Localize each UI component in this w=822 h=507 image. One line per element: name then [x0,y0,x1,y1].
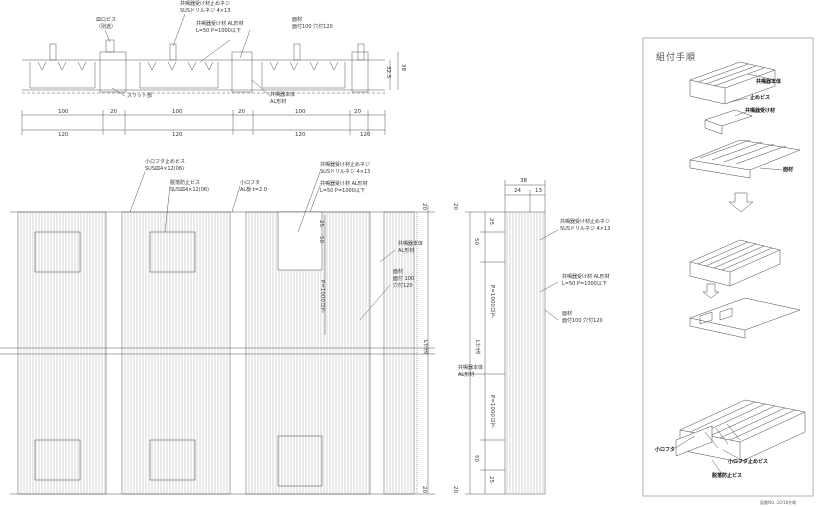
base-spec-label: 面付100 穴付120 [292,24,333,30]
assembly-bracket-label: 共鳴器受け材 [745,108,776,114]
plan-resonator-body-mat-label: AL形材 [398,248,415,254]
side-base-material-label: 面材 [562,311,573,317]
side-dim-pitch-bottom: P=1000以下 [489,395,495,428]
bracket-fix-screw-label: 共鳴器受け材止めネジ [180,1,231,7]
assembly-panel [642,37,814,497]
side-dim-25-bottom: 25 [488,476,494,483]
assembly-anti-drop-screw-label: 脱落防止ビス [712,473,743,479]
dim-top-0: 100 [58,109,69,115]
bracket-fix-screw-spec: SUSドリルネジ 4×13 [180,8,231,14]
side-dim-50-bottom: 50 [473,455,479,462]
plan-dim-20-bottom: 20 [421,486,427,493]
dim-height-b: 38 [400,64,406,71]
plan-dim-length: L寸法 [422,340,428,355]
anti-drop-screw-spec: SUS皿4×12(06) [170,187,210,193]
side-bracket-fix-screw-spec: SUSドリルネジ 4×13 [560,226,611,232]
assembly-title: 組付手順 [656,53,697,63]
dim-bottom-0: 120 [58,132,69,138]
dim-top-1: 20 [110,109,117,115]
dim-height-a: 32.5 [385,66,391,79]
plan-dim-25: 25 [318,220,324,227]
anti-drop-screw-label: 脱落防止ビス [170,180,201,186]
plan-base-material-label: 面材 [393,269,404,275]
panel-stripes [20,212,412,494]
plan-view [0,171,435,495]
dim-top-3: 20 [238,109,245,115]
assembly-base-label: 面材 [783,167,794,173]
section-view [21,13,399,135]
assembly-small-lid-label: 小ロフタ [655,447,676,453]
plan-resonator-body-label: 共鳴器本体 [398,241,424,247]
base-material-label: 面材 [292,17,303,23]
plan-bracket-fix-screw-spec: SUSドリルネジ 4×13 [320,169,371,175]
plan-base-spec1-label: 面付 100 [393,276,415,282]
dim-top-2: 100 [172,109,183,115]
assembly-stop-screw-label: 止めビス [750,95,771,101]
dim-top-5: 20 [354,109,361,115]
side-bracket-material-label: 共鳴器受け材 AL形材 [562,274,610,280]
side-view [458,180,559,495]
dim-bottom-1: 120 [172,132,183,138]
drawing-number: 図番NO. 20/18共鳴 [760,500,797,505]
side-dim-50-top: 50 [473,238,479,245]
plan-bracket-fix-screw-label: 共鳴器受け材止めネジ [320,162,371,168]
resonator-body-label: 共鳴器本体 [270,92,296,98]
side-base-spec-label: 面付100 穴付120 [562,318,603,324]
side-dim-20-bottom: 20 [452,486,458,493]
slit-label: スリット部 [127,93,153,99]
plan-bracket-material-label: 共鳴器受け材 AL形材 [320,181,368,187]
dim-bottom-3: 120 [360,132,371,138]
assembly-small-lid-screw-label: 小ロフタ止めビス [728,459,769,465]
small-lid-label: 小ロフタ [240,180,261,186]
plan-dim-20-top: 20 [421,203,427,210]
side-dim-length: L寸法 [474,340,480,355]
side-dim-25-top: 25 [488,218,494,225]
plan-bracket-spec-label: L=50 P=1000以下 [320,188,365,194]
plan-base-spec2-label: 穴付120 [393,283,413,289]
side-dim-24: 24 [514,188,521,194]
magnet-screw-sub-label: （別途） [96,24,117,30]
side-bracket-fix-screw-label: 共鳴器受け材止めネジ [560,219,611,225]
dim-top-4: 100 [295,109,306,115]
side-bracket-spec-label: L=50 P=1000以下 [562,281,607,287]
side-dim-pitch-top: P=1000以下 [489,285,495,318]
small-lid-screw-spec: SUS皿4×12(06) [145,166,185,172]
bracket-material-label: 共鳴器受け材 AL形材 [196,21,244,27]
bracket-spec-label: L=50 P=1000以下 [196,28,241,34]
side-dim-13: 13 [535,188,542,194]
side-resonator-body-mat-label: AL形材 [458,372,475,378]
side-dim-20-top: 20 [452,203,458,210]
side-dim-38: 38 [520,178,527,184]
plan-dim-pitch: P=1000以下 [319,280,325,313]
plan-dim-50: 50 [318,236,324,243]
small-lid-spec: AL板 t=2.0 [240,187,267,193]
assembly-resonator-body-label: 共鳴器本体 [756,79,782,85]
side-stripes [506,212,544,494]
resonator-body-mat-label: AL形材 [270,99,287,105]
dim-bottom-2: 120 [295,132,306,138]
magnet-screw-label: 皿ロビス [96,17,117,23]
small-lid-screw-label: 小ロフタ止めビス [145,159,186,165]
side-resonator-body-label: 共鳴器本体 [458,365,484,371]
